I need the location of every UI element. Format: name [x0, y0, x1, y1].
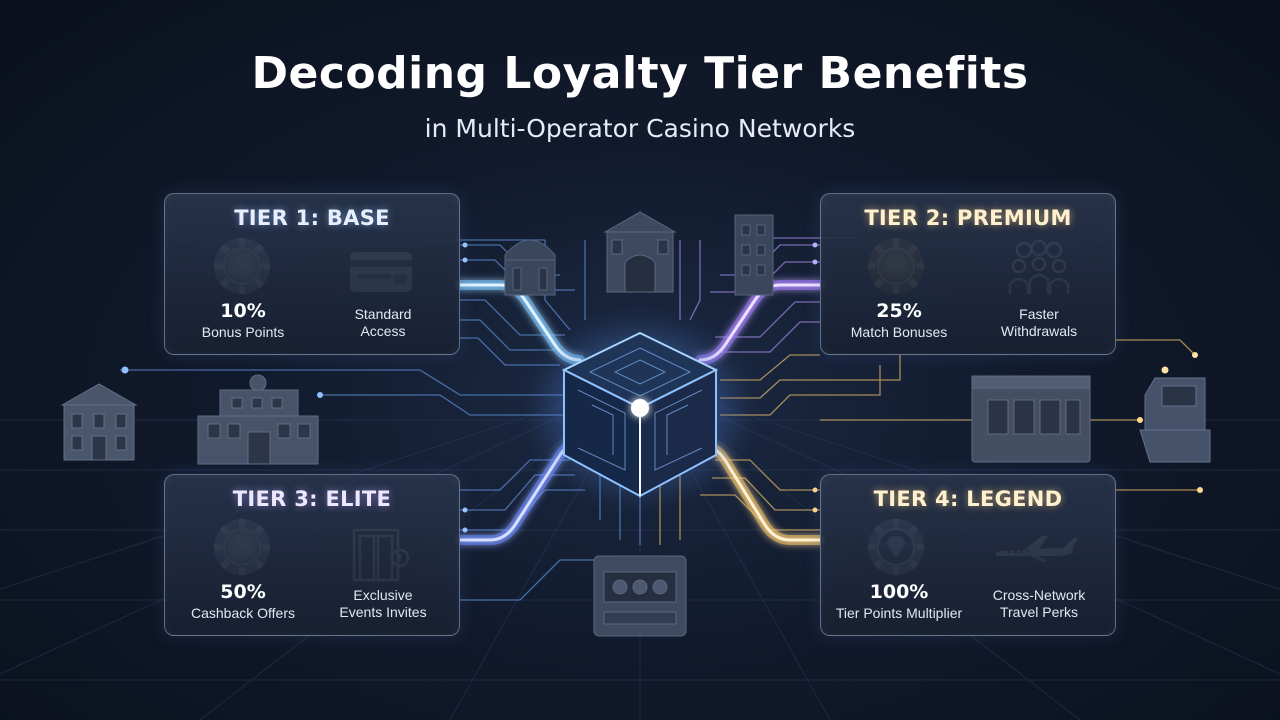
tier-title: TIER 1: BASE — [234, 206, 390, 230]
slot-machine-icon — [593, 555, 687, 637]
casino-building-icon — [197, 374, 319, 465]
tier-benefit: 10% Bonus Points — [169, 238, 317, 348]
tier-benefit: 25% Match Bonuses — [825, 238, 973, 348]
benefit-label: Cashback Offers — [190, 605, 295, 621]
benefit-label: Match Bonuses — [850, 324, 948, 340]
tier-benefit: 100% Tier Points Multiplier — [825, 519, 973, 629]
tier-title: TIER 2: PREMIUM — [864, 206, 1072, 230]
casino-building-icon — [504, 239, 556, 296]
benefit-value: 100% — [869, 581, 929, 603]
slot-machine-icon — [1139, 377, 1211, 463]
tier-card-legend: TIER 4: LEGEND 100% Tier Points Multipli… — [820, 474, 1116, 636]
tier-benefit: Exclusive Events Invites — [309, 519, 457, 629]
benefit-value: 50% — [220, 581, 266, 603]
tier-title: TIER 3: ELITE — [232, 487, 392, 511]
tier-title: TIER 4: LEGEND — [873, 487, 1063, 511]
benefit-label: Standard Access — [354, 306, 412, 339]
tier-card-premium: TIER 2: PREMIUM 25% Match Bonuses Faster… — [820, 193, 1116, 355]
benefit-label: Bonus Points — [201, 324, 285, 340]
casino-building-icon — [60, 383, 138, 461]
benefit-label: Exclusive Events Invites — [339, 587, 427, 620]
benefit-value: 10% — [220, 300, 266, 322]
benefit-value: 25% — [876, 300, 922, 322]
casino-building-icon — [734, 214, 774, 296]
casino-building-icon — [603, 211, 677, 293]
page-subtitle: in Multi-Operator Casino Networks — [424, 114, 856, 143]
circuit-nodes — [121, 242, 1203, 533]
tier-benefit: Standard Access — [309, 238, 457, 348]
tier-benefit: 50% Cashback Offers — [169, 519, 317, 629]
network-cube-icon — [545, 330, 735, 498]
tier-benefit: Faster Withdrawals — [965, 238, 1113, 348]
page-title: Decoding Loyalty Tier Benefits — [251, 48, 1029, 99]
benefit-label: Cross-Network Travel Perks — [992, 587, 1086, 620]
tier-benefit: Cross-Network Travel Perks — [965, 519, 1113, 629]
slot-machine-row-icon — [971, 375, 1091, 463]
tier-card-base: TIER 1: BASE 10% Bonus Points Standard A… — [164, 193, 460, 355]
benefit-label: Faster Withdrawals — [1000, 306, 1078, 339]
tier-card-elite: TIER 3: ELITE 50% Cashback Offers Exclus… — [164, 474, 460, 636]
benefit-label: Tier Points Multiplier — [835, 605, 963, 621]
